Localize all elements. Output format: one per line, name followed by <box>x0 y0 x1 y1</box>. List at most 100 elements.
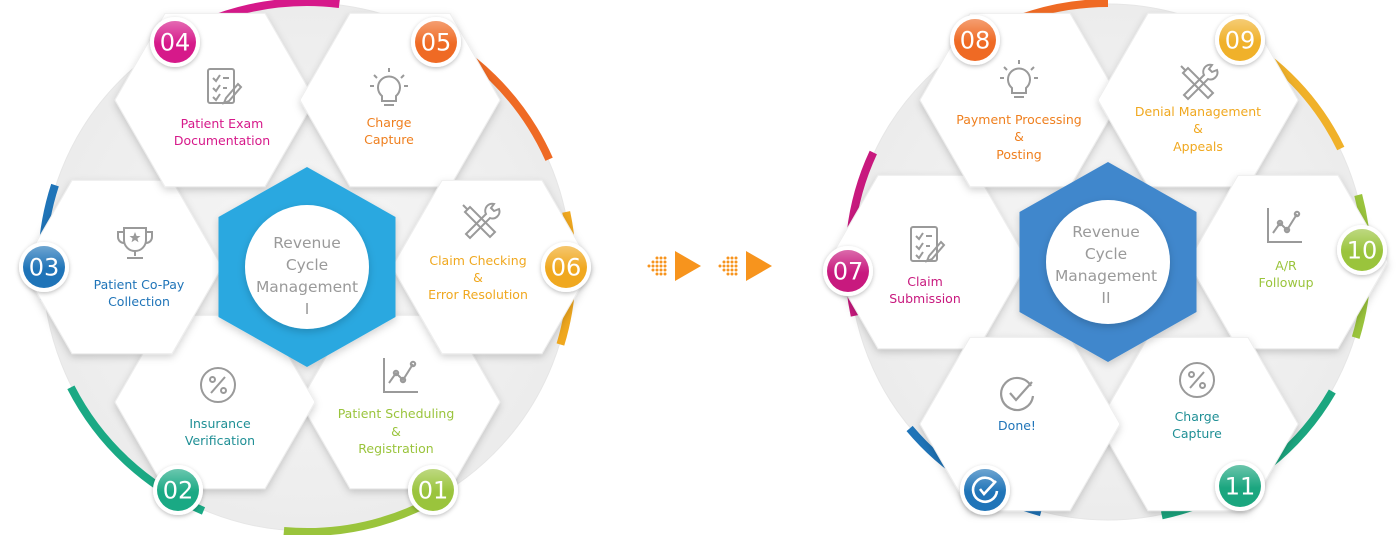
line-chart-icon <box>383 358 418 393</box>
percent-icon <box>1179 362 1215 398</box>
step-badge: 04 <box>150 17 200 67</box>
cycle-2-hexes <box>827 12 1389 512</box>
trophy-icon <box>117 227 153 259</box>
step-number: 09 <box>1225 27 1256 55</box>
badge-gloss <box>1341 229 1383 271</box>
step-badge: 10 <box>1337 225 1387 275</box>
tools-icon <box>1180 63 1219 101</box>
badge-gloss <box>827 250 869 292</box>
arrow-dot <box>659 260 663 264</box>
step-number: 05 <box>421 29 452 57</box>
arrow-dot <box>647 264 651 268</box>
arrow-dot <box>734 260 738 264</box>
step-07-label-1: Claim <box>907 274 943 289</box>
step-10: A/R Followup <box>1258 208 1314 290</box>
cycle-1-center-line-1: Revenue <box>273 234 341 252</box>
step-01-label-1: Patient Scheduling <box>338 406 455 421</box>
arrow-dot <box>659 268 663 272</box>
step-badge: 08 <box>950 15 1000 65</box>
arrow-dot <box>730 256 734 260</box>
step-number: 07 <box>833 258 864 286</box>
step-11-label-2: Capture <box>1172 426 1222 441</box>
step-06-label-1: Claim Checking <box>429 253 526 268</box>
arrow-dot <box>651 268 655 272</box>
step-10-label-1: A/R <box>1275 258 1297 273</box>
step-badge: 07 <box>823 246 873 296</box>
step-number: 04 <box>160 29 191 57</box>
arrow-dot <box>659 272 663 276</box>
arrow-dot <box>734 256 738 260</box>
step-badge: 05 <box>411 17 461 67</box>
step-04-label-1: Patient Exam <box>181 116 264 131</box>
step-01: Patient Scheduling & Registration <box>338 358 455 456</box>
dotted-arrow-2 <box>718 251 772 281</box>
cycle-2-center-line-2: Cycle <box>1085 245 1127 263</box>
step-01-label-3: Registration <box>358 441 433 456</box>
badge-gloss <box>545 246 587 288</box>
arrow-dot <box>651 260 655 264</box>
step-04: Patient Exam Documentation <box>174 68 270 148</box>
dotted-arrow-icon <box>647 251 772 281</box>
arrow-dot <box>655 256 659 260</box>
check-circle-icon <box>1000 376 1035 412</box>
checklist-icon <box>910 226 946 263</box>
step-11: Charge Capture <box>1172 362 1222 441</box>
step-05-label-1: Charge <box>367 115 412 130</box>
step-09-label-2: & <box>1193 121 1203 136</box>
cycle-1-center-line-3: Management <box>256 278 358 296</box>
cycle-2-center-line-1: Revenue <box>1072 223 1140 241</box>
arrow-head <box>746 251 772 281</box>
step-03: Patient Co-Pay Collection <box>94 227 185 309</box>
arrow-dot <box>726 256 730 260</box>
step-08: Payment Processing & Posting <box>956 60 1082 162</box>
step-07-label-2: Submission <box>889 291 961 306</box>
badge-gloss <box>157 469 199 511</box>
badge-gloss <box>23 246 65 288</box>
arrow-dot <box>718 264 722 268</box>
arrow-dot <box>663 260 667 264</box>
step-number: 06 <box>551 254 582 282</box>
arrow-dot <box>659 256 663 260</box>
step-02: Insurance Verification <box>185 367 255 448</box>
step-01-label-2: & <box>391 424 401 439</box>
step-06-label-2: & <box>473 270 483 285</box>
step-08-label-2: & <box>1014 129 1024 144</box>
step-05-label-2: Capture <box>364 132 414 147</box>
step-number: 08 <box>960 27 991 55</box>
arrow-dot <box>659 264 663 268</box>
step-number: 02 <box>163 477 194 505</box>
cycle-1: Revenue Cycle Management I Patient Sched… <box>19 0 593 535</box>
step-06: Claim Checking & Error Resolution <box>428 202 528 302</box>
arrow-dot <box>730 260 734 264</box>
step-03-label-1: Patient Co-Pay <box>94 277 185 292</box>
badge-gloss <box>412 469 454 511</box>
step-number: 01 <box>418 477 449 505</box>
step-badge: 02 <box>153 465 203 515</box>
step-04-label-2: Documentation <box>174 133 270 148</box>
badge-gloss <box>154 21 196 63</box>
cycle-1-center-disc <box>245 205 369 329</box>
step-badge: 06 <box>541 242 591 292</box>
cycle-1-center: Revenue Cycle Management I <box>218 167 396 367</box>
arrow-dot <box>726 264 730 268</box>
step-08-label-1: Payment Processing <box>956 112 1081 127</box>
step-badge: 09 <box>1215 15 1265 65</box>
step-done-label: Done! <box>998 418 1036 433</box>
arrow-dot <box>663 264 667 268</box>
arrow-dot <box>663 256 667 260</box>
step-05: Charge Capture <box>364 68 414 147</box>
arrow-dot <box>730 272 734 276</box>
arrow-dot <box>726 268 730 272</box>
arrow-dot <box>651 264 655 268</box>
step-badge: 11 <box>1215 461 1265 511</box>
step-09-label-3: Appeals <box>1173 139 1223 154</box>
step-number: 03 <box>29 254 60 282</box>
badge-gloss <box>954 19 996 61</box>
badge-gloss <box>964 469 1006 511</box>
step-06-label-3: Error Resolution <box>428 287 528 302</box>
step-11-label-1: Charge <box>1175 409 1220 424</box>
badge-gloss <box>415 21 457 63</box>
step-02-label-1: Insurance <box>189 416 251 431</box>
badge-gloss <box>1219 465 1261 507</box>
